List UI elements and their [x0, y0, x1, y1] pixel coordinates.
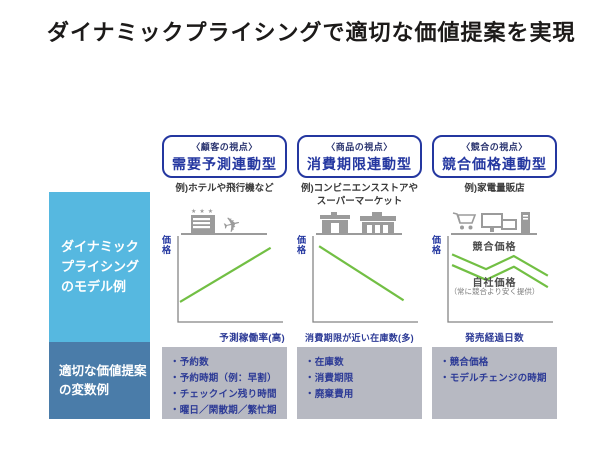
ground-line	[450, 233, 537, 235]
viewpoint-label: 〈顧客の視点〉	[191, 141, 258, 152]
page-title: ダイナミックプライシングで適切な価値提案を実現	[47, 20, 576, 45]
chart-expiry-price: 価格 消費期限が近い在庫数(多)	[297, 234, 422, 344]
stores-illustration	[315, 212, 402, 235]
chart-axes	[177, 236, 283, 323]
line-chart	[312, 236, 418, 323]
x-axis-label: 発売経過日数	[465, 333, 524, 344]
variable-item: チェックイン残り時間	[170, 387, 283, 403]
x-axis-label: 消費期限が近い在庫数(多)	[305, 333, 414, 343]
svg-text:✈: ✈	[220, 212, 243, 236]
example-label: 例)家電量販店	[464, 183, 525, 194]
column-expiry-linked: 〈商品の視点〉 消費期限連動型 例)コンビニエンスストアや スーパーマーケット	[297, 0, 422, 450]
chart-axes	[312, 236, 418, 323]
own-price-series-label: 自社価格	[472, 278, 517, 289]
y-axis-label: 価格	[162, 235, 172, 255]
example-label: 例)ホテルや飛行機など	[175, 183, 274, 194]
y-axis-label: 価格	[297, 235, 307, 255]
supermarket-icon	[359, 212, 396, 233]
hotel-icon: ★★★	[190, 208, 216, 233]
example-icons	[432, 206, 557, 236]
variables-list: 競合価格モデルチェンジの時期	[432, 347, 557, 419]
chart-axes	[447, 236, 553, 323]
sidebar-variables-box: 適切な価値提案 の変数例	[49, 342, 150, 419]
model-type-card: 〈競合の視点〉 競合価格連動型	[432, 135, 557, 178]
price-line-価格	[179, 246, 272, 303]
line-chart	[447, 236, 553, 323]
variable-item: 競合価格	[440, 355, 553, 371]
sidebar-model-label: ダイナミック プライシング のモデル例	[61, 238, 140, 295]
example-icons: ★★★ ✈	[162, 206, 287, 236]
y-axis-label: 価格	[432, 235, 442, 255]
competitor-price-series-label: 競合価格	[472, 242, 517, 253]
electronics-icon	[480, 212, 530, 233]
cart-icon	[452, 212, 476, 230]
column-competitor-price: 〈競合の視点〉 競合価格連動型 例)家電量販店	[432, 0, 557, 450]
hotel-airplane-illustration: ★★★ ✈	[180, 208, 267, 236]
variable-item: 消費期限	[305, 371, 418, 387]
variable-item: 廃棄費用	[305, 387, 418, 403]
ground-line	[180, 233, 267, 235]
model-type-card: 〈商品の視点〉 消費期限連動型	[297, 135, 422, 178]
ground-line	[315, 233, 402, 235]
model-type-label: 需要予測連動型	[172, 155, 277, 172]
own-price-note: （常に競合より安く提供）	[449, 287, 540, 296]
model-type-label: 競合価格連動型	[442, 155, 547, 172]
viewpoint-label: 〈競合の視点〉	[461, 141, 528, 152]
chart-competitor-price: 価格 競合価格 自社価格 （常に競合より安く提供） 発売経過日数	[432, 234, 557, 344]
model-type-label: 消費期限連動型	[307, 155, 412, 172]
price-line-価格	[318, 245, 405, 302]
example-label: 例)コンビニエンスストアや スーパーマーケット	[301, 183, 418, 207]
svg-text:★★★: ★★★	[191, 208, 216, 215]
line-chart	[177, 236, 283, 323]
variable-item: モデルチェンジの時期	[440, 371, 553, 387]
variable-item: 予約数	[170, 355, 283, 371]
variable-item: 在庫数	[305, 355, 418, 371]
convenience-store-icon	[319, 212, 350, 233]
price-line-競合価格	[451, 253, 549, 277]
electronics-retail-illustration	[450, 212, 537, 235]
example-icons	[297, 206, 422, 236]
x-axis-label: 予測稼働率(高)	[219, 333, 285, 344]
model-type-card: 〈顧客の視点〉 需要予測連動型	[162, 135, 287, 178]
sidebar-model-box: ダイナミック プライシング のモデル例	[49, 192, 150, 342]
variables-list: 在庫数消費期限廃棄費用	[297, 347, 422, 419]
variables-list: 予約数予約時期（例：早割）チェックイン残り時間曜日／閑散期／繁忙期	[162, 347, 287, 419]
price-line-自社価格	[451, 264, 549, 289]
variable-item: 予約時期（例：早割）	[170, 371, 283, 387]
column-demand-forecast: 〈顧客の視点〉 需要予測連動型 例)ホテルや飛行機など ★★★ ✈ 価格	[162, 0, 287, 450]
airplane-icon: ✈	[220, 212, 243, 236]
variable-item: 曜日／閑散期／繁忙期	[170, 403, 283, 419]
chart-demand-price: 価格 予測稼働率(高)	[162, 234, 287, 344]
viewpoint-label: 〈商品の視点〉	[326, 141, 393, 152]
sidebar-variables-label: 適切な価値提案 の変数例	[59, 363, 147, 397]
